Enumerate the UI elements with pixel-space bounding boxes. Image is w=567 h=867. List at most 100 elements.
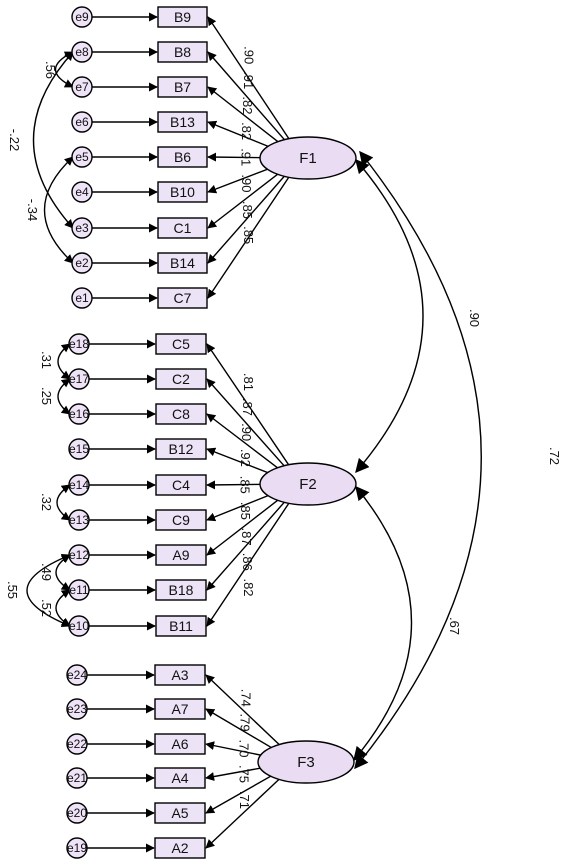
covariance-value: .56 xyxy=(43,61,58,79)
error-label: e23 xyxy=(67,702,87,716)
indicator-label: B14 xyxy=(170,255,195,271)
error-label: e11 xyxy=(69,583,88,597)
error-node xyxy=(71,111,93,133)
covariance-value: .31 xyxy=(39,351,54,369)
indicator-box xyxy=(155,333,207,355)
covariance-value: .49 xyxy=(39,563,54,581)
indicator-box xyxy=(157,146,208,168)
error-node xyxy=(66,698,88,720)
loading-path xyxy=(207,169,291,264)
error-covariance xyxy=(43,156,74,264)
loading-value: .87 xyxy=(239,528,254,546)
coefficient-layer: .90.91.82.82.91.90.85.85.81.87.90.92.85.… xyxy=(5,46,562,809)
indicator-label: C9 xyxy=(172,512,190,528)
error-node xyxy=(68,509,90,531)
error-label: e20 xyxy=(67,806,87,820)
error-node xyxy=(66,767,88,789)
loading-path xyxy=(205,674,287,752)
indicator-label: A4 xyxy=(171,770,188,786)
factor-label: F2 xyxy=(299,476,317,493)
covariance-layer xyxy=(26,51,482,770)
error-node xyxy=(66,837,88,859)
loading-path xyxy=(207,86,287,149)
indicator-box xyxy=(157,6,208,28)
loading-value: .82 xyxy=(241,578,256,596)
loading-value: .79 xyxy=(237,714,252,732)
indicator-box xyxy=(157,181,208,203)
loading-path xyxy=(205,772,287,849)
indicator-label: A9 xyxy=(172,547,189,563)
factor-ellipse xyxy=(259,136,357,180)
indicator-box xyxy=(155,509,207,531)
loading-path xyxy=(206,495,291,591)
loading-path xyxy=(207,16,294,145)
correlation-value: .67 xyxy=(447,617,462,635)
factor-correlation xyxy=(355,158,424,474)
error-node xyxy=(68,333,90,355)
correlation-value: .72 xyxy=(547,447,562,465)
loading-value: .81 xyxy=(241,373,256,391)
loading-value: .90 xyxy=(239,423,254,441)
loading-value: .74 xyxy=(238,689,253,707)
indicator-box xyxy=(157,41,208,63)
error-node xyxy=(71,41,93,63)
factor-ellipse xyxy=(257,740,355,784)
loading-path xyxy=(207,167,287,229)
error-node xyxy=(66,664,88,686)
error-label: e24 xyxy=(67,668,87,682)
loading-path xyxy=(206,343,294,471)
loading-value: .86 xyxy=(240,553,255,571)
factor-label: F1 xyxy=(299,150,317,167)
error-node xyxy=(68,544,90,566)
indicator-label: B7 xyxy=(174,79,191,95)
indicator-box xyxy=(154,698,206,720)
indicator-label: A6 xyxy=(171,736,188,752)
error-node xyxy=(68,474,90,496)
loading-value: .82 xyxy=(239,122,254,140)
error-label: e5 xyxy=(75,150,89,164)
error-label: e3 xyxy=(75,221,89,235)
error-label: e22 xyxy=(67,737,87,751)
loading-path xyxy=(206,493,287,556)
loading-value: .82 xyxy=(240,96,255,114)
error-label: e16 xyxy=(69,407,89,421)
indicator-label: A5 xyxy=(171,805,188,821)
loading-path xyxy=(206,497,294,627)
error-label: e7 xyxy=(75,80,89,94)
factor-label: F3 xyxy=(297,754,315,771)
indicator-box xyxy=(154,664,206,686)
loading-path xyxy=(205,708,283,755)
indicator-box xyxy=(155,474,207,496)
error-label: e17 xyxy=(69,372,89,386)
error-node xyxy=(68,579,90,601)
error-label: e18 xyxy=(69,337,89,351)
loading-path xyxy=(206,378,291,473)
error-label: e15 xyxy=(69,442,89,456)
error-label: e21 xyxy=(67,771,87,785)
indicator-label: A2 xyxy=(171,840,188,856)
loading-value: .85 xyxy=(240,201,255,219)
indicator-box xyxy=(155,544,207,566)
error-node xyxy=(68,403,90,425)
loading-value: .91 xyxy=(238,148,253,166)
error-node xyxy=(66,733,88,755)
loading-value: .85 xyxy=(238,476,253,494)
indicator-box xyxy=(154,802,206,824)
indicator-box xyxy=(157,111,208,133)
error-covariance xyxy=(57,378,71,415)
indicator-box xyxy=(154,837,206,859)
covariance-value: -.34 xyxy=(25,199,40,221)
loading-path xyxy=(207,51,291,147)
indicator-label: C4 xyxy=(172,477,190,493)
error-node xyxy=(71,287,93,309)
loading-value: .90 xyxy=(242,46,257,64)
error-label: e8 xyxy=(75,45,89,59)
correlation-value: .90 xyxy=(467,309,482,327)
error-node xyxy=(71,181,93,203)
indicator-label: C7 xyxy=(174,290,192,306)
error-label: e9 xyxy=(75,10,89,24)
indicator-label: C1 xyxy=(174,220,192,236)
indicator-label: B8 xyxy=(174,44,191,60)
loading-path xyxy=(205,768,283,814)
error-node xyxy=(68,368,90,390)
